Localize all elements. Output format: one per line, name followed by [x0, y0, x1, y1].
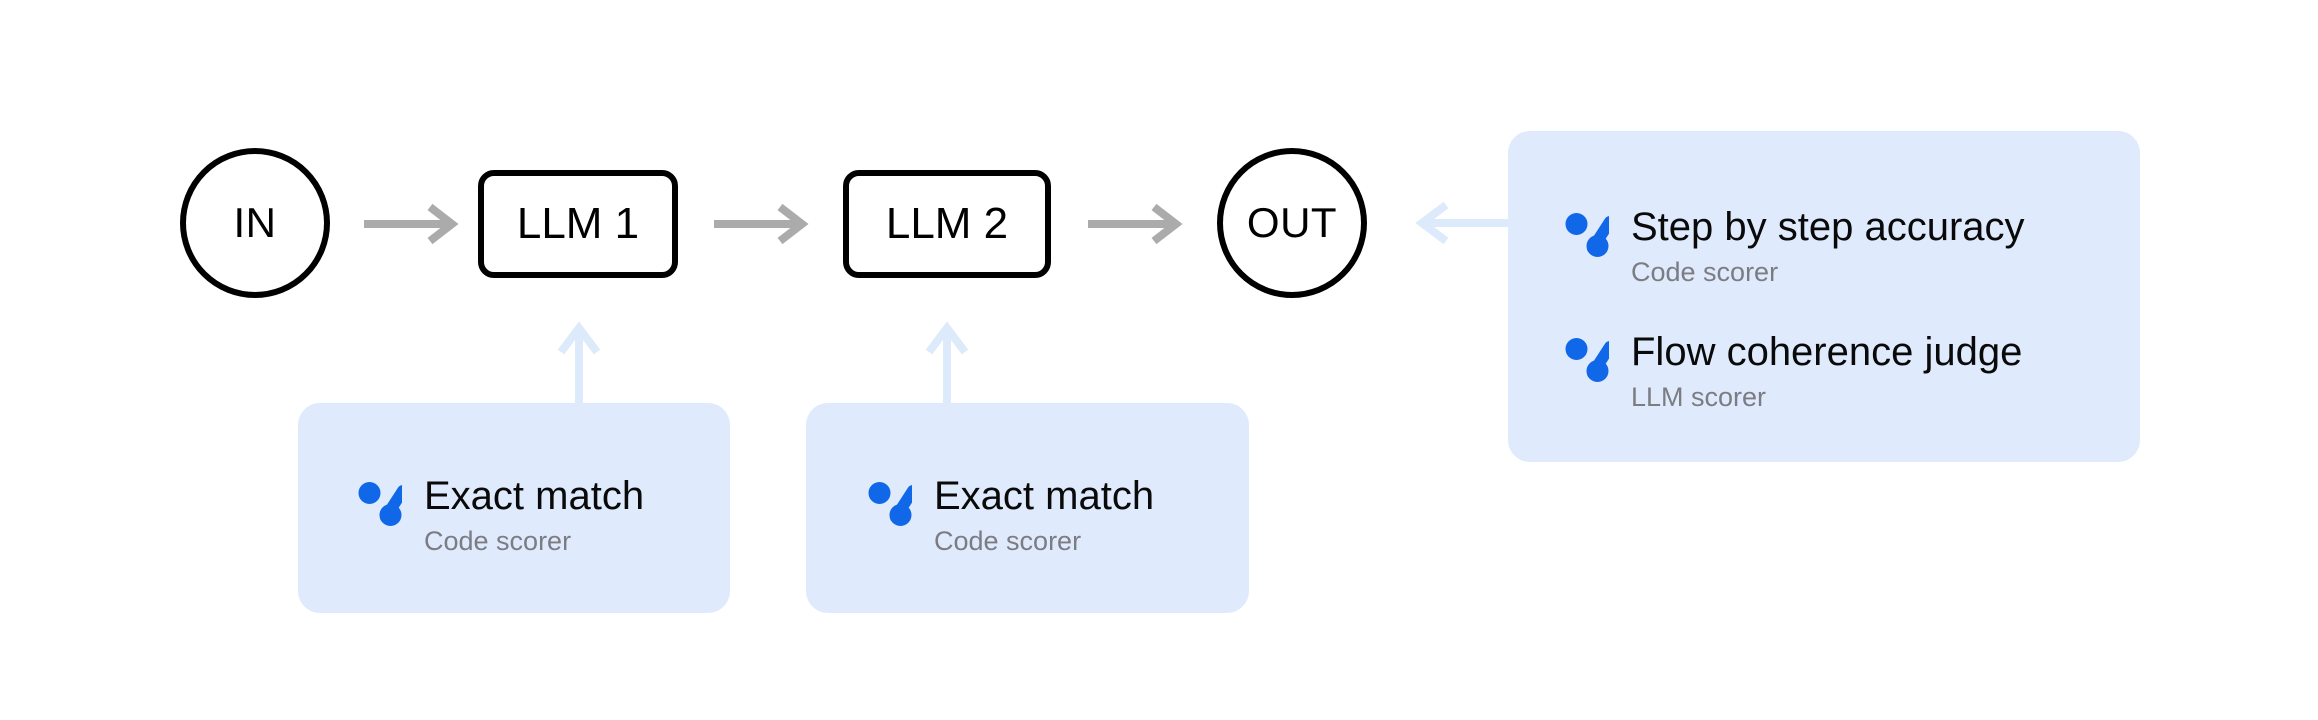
- percent-scorer-icon: [358, 482, 402, 526]
- scorer-text: Flow coherence judge LLM scorer: [1631, 330, 2023, 413]
- scorer-item[interactable]: Flow coherence judge LLM scorer: [1565, 330, 2023, 413]
- scorer-card-llm1[interactable]: Exact match Code scorer: [298, 403, 730, 613]
- flow-node-llm1[interactable]: LLM 1: [478, 170, 678, 278]
- arrow-card-llm1-to-llm1: [557, 321, 601, 408]
- scorer-card-llm2[interactable]: Exact match Code scorer: [806, 403, 1249, 613]
- scorer-subtitle: Code scorer: [934, 526, 1082, 557]
- scorer-text: Exact match Code scorer: [934, 474, 1155, 557]
- scorer-title: Flow coherence judge: [1631, 330, 2023, 374]
- flow-node-out[interactable]: OUT: [1217, 148, 1367, 298]
- scorer-text: Exact match Code scorer: [424, 474, 645, 557]
- arrow-in-to-llm1: [364, 203, 459, 245]
- scorer-card-out[interactable]: Step by step accuracy Code scorer Flow c…: [1508, 131, 2140, 462]
- flow-node-llm2[interactable]: LLM 2: [843, 170, 1051, 278]
- flow-node-out-label: OUT: [1246, 199, 1338, 246]
- flow-node-llm2-label: LLM 2: [885, 199, 1009, 248]
- percent-scorer-icon: [1565, 338, 1609, 382]
- scorer-subtitle: LLM scorer: [1631, 382, 1767, 413]
- scorer-item[interactable]: Step by step accuracy Code scorer: [1565, 205, 2025, 288]
- scorer-title: Step by step accuracy: [1631, 205, 2025, 249]
- arrow-scorer-panel-to-out: [1415, 201, 1516, 245]
- flow-node-llm1-label: LLM 1: [516, 199, 640, 248]
- arrow-card-llm2-to-llm2: [925, 321, 969, 408]
- scorer-title: Exact match: [934, 474, 1155, 518]
- arrow-llm2-to-out: [1088, 203, 1183, 245]
- percent-scorer-icon: [868, 482, 912, 526]
- scorer-item[interactable]: Exact match Code scorer: [868, 474, 1155, 557]
- scorer-subtitle: Code scorer: [424, 526, 572, 557]
- percent-scorer-icon: [1565, 213, 1609, 257]
- flow-node-in[interactable]: IN: [180, 148, 330, 298]
- scorer-item[interactable]: Exact match Code scorer: [358, 474, 645, 557]
- scorer-text: Step by step accuracy Code scorer: [1631, 205, 2025, 288]
- scorer-title: Exact match: [424, 474, 645, 518]
- flow-node-in-label: IN: [233, 199, 277, 246]
- scorer-subtitle: Code scorer: [1631, 257, 1779, 288]
- arrow-llm1-to-llm2: [714, 203, 809, 245]
